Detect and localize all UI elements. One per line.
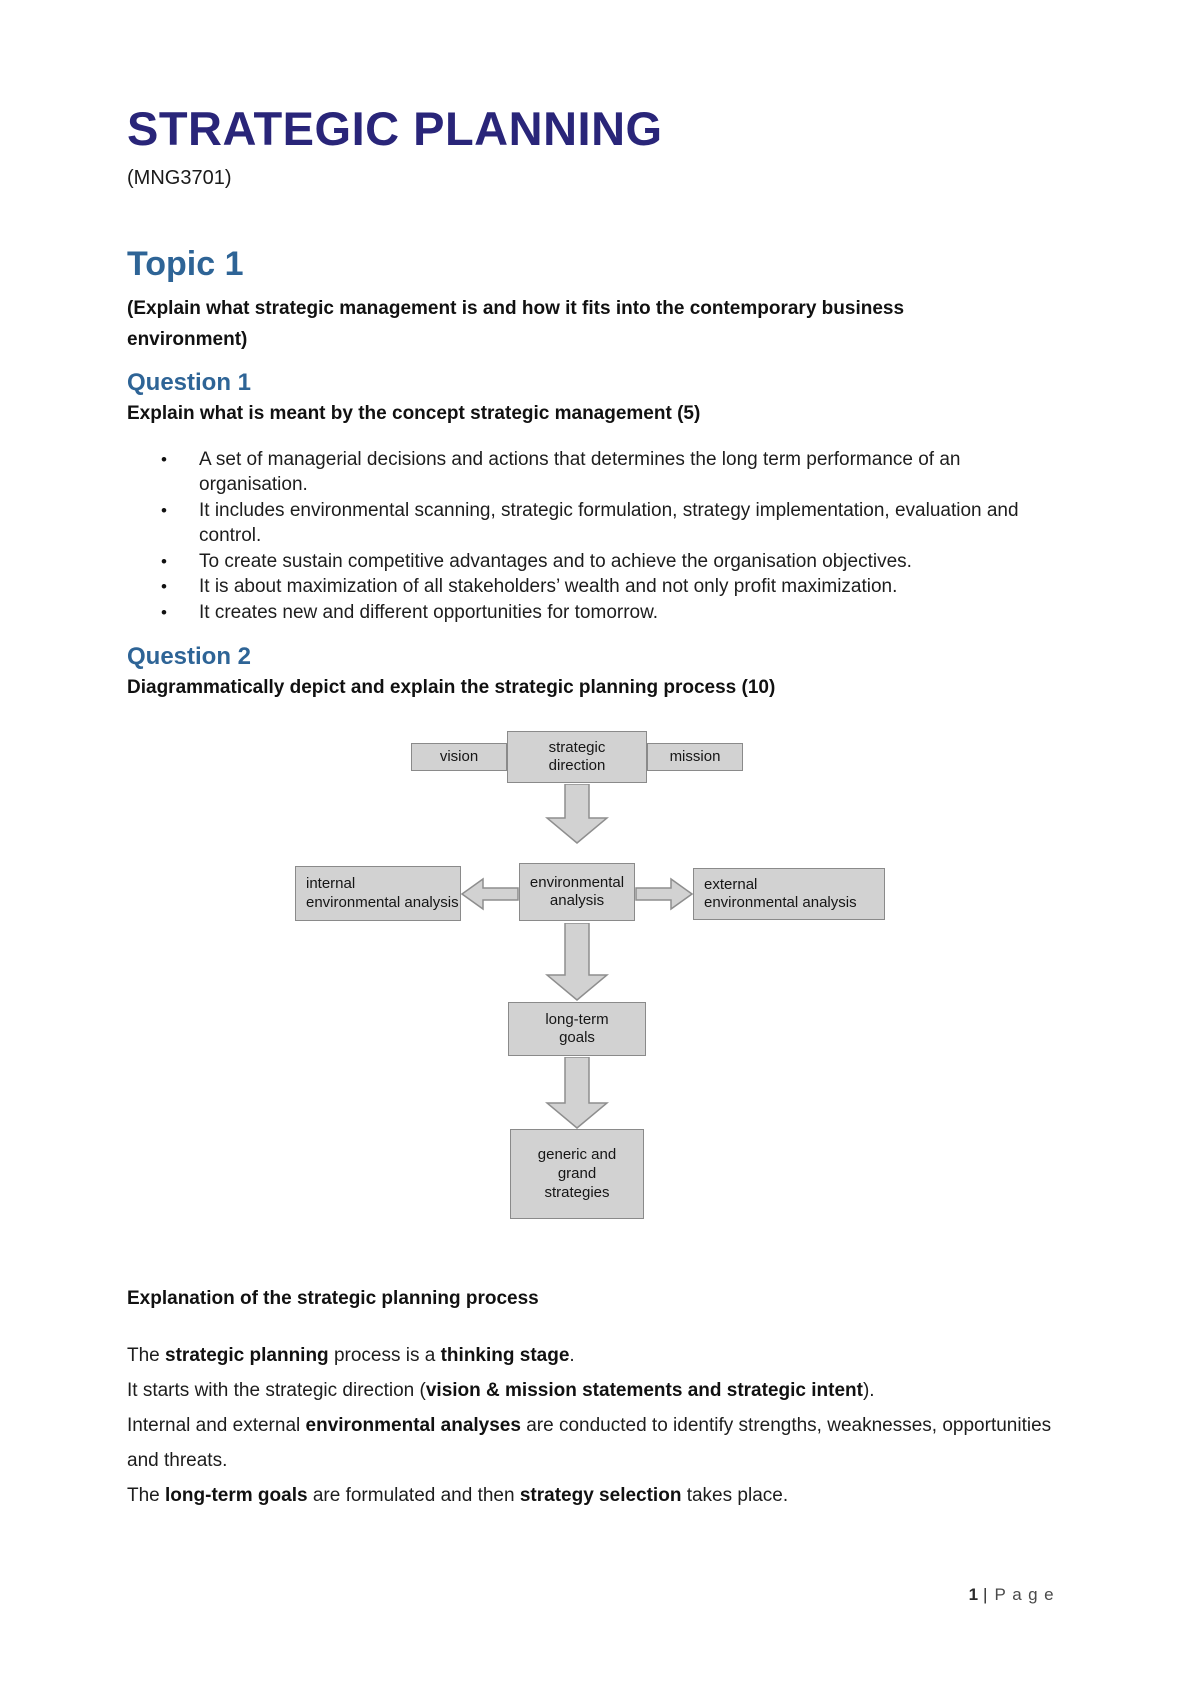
module-code: (MNG3701) bbox=[127, 166, 232, 189]
bullet-text: A set of managerial decisions and action… bbox=[199, 448, 961, 496]
bullet-dot: • bbox=[161, 551, 167, 571]
explanation-line: Internal and external environmental anal… bbox=[127, 1415, 1052, 1472]
arrow-right-icon bbox=[635, 877, 693, 911]
flow-node-external-analysis: external environmental analysis bbox=[693, 868, 885, 921]
flow-node-vision: vision bbox=[411, 743, 507, 772]
explanation-line: The strategic planning process is a thin… bbox=[127, 1345, 575, 1367]
question1-prompt: Explain what is meant by the concept str… bbox=[127, 402, 701, 424]
explanation-heading: Explanation of the strategic planning pr… bbox=[127, 1288, 539, 1310]
page-content: STRATEGIC PLANNING (MNG3701) Topic 1 (Ex… bbox=[127, 0, 1082, 1513]
bullet-dot: • bbox=[161, 602, 167, 622]
flow-node-mission: mission bbox=[647, 743, 743, 772]
list-item: • It is about maximization of all stakeh… bbox=[127, 574, 1082, 600]
bullet-text: It includes environmental scanning, stra… bbox=[199, 499, 1019, 547]
topic-heading: Topic 1 bbox=[127, 244, 244, 283]
arrow-down-icon bbox=[545, 784, 609, 845]
bullet-text: To create sustain competitive advantages… bbox=[199, 550, 912, 572]
question2-prompt: Diagrammatically depict and explain the … bbox=[127, 677, 776, 699]
flow-node-generic-grand-strategies: generic and grand strategies bbox=[510, 1129, 644, 1220]
flow-node-environmental-analysis: environmental analysis bbox=[519, 863, 635, 922]
page-footer: 1| Page bbox=[969, 1585, 1060, 1605]
bullet-text: It is about maximization of all stakehol… bbox=[199, 576, 898, 598]
arrow-down-icon bbox=[545, 1057, 609, 1130]
explanation-line: It starts with the strategic direction (… bbox=[127, 1380, 875, 1402]
bullet-dot: • bbox=[161, 500, 167, 520]
bullet-dot: • bbox=[161, 577, 167, 597]
strategic-planning-flowchart: vision strategic direction mission inter… bbox=[127, 727, 1082, 1227]
footer-separator: | bbox=[983, 1585, 988, 1604]
question1-heading: Question 1 bbox=[127, 368, 252, 396]
list-item: • To create sustain competitive advantag… bbox=[127, 549, 1082, 575]
footer-page-label: Page bbox=[994, 1585, 1060, 1604]
arrow-left-icon bbox=[461, 877, 519, 911]
list-item: • A set of managerial decisions and acti… bbox=[127, 447, 1082, 498]
explanation-line: The long-term goals are formulated and t… bbox=[127, 1485, 789, 1507]
flow-node-strategic-direction: strategic direction bbox=[507, 731, 647, 784]
bullet-text: It creates new and different opportuniti… bbox=[199, 601, 659, 623]
list-item: • It includes environmental scanning, st… bbox=[127, 498, 1082, 549]
arrow-down-icon bbox=[545, 923, 609, 1002]
topic-description: (Explain what strategic management is an… bbox=[127, 297, 905, 350]
page-number: 1 bbox=[968, 1585, 979, 1604]
flow-node-internal-analysis: internal environmental analysis bbox=[295, 866, 461, 922]
bullet-dot: • bbox=[161, 449, 167, 469]
list-item: • It creates new and different opportuni… bbox=[127, 600, 1082, 626]
document-title: STRATEGIC PLANNING bbox=[127, 102, 663, 155]
flow-node-long-term-goals: long-term goals bbox=[508, 1002, 646, 1057]
question2-heading: Question 2 bbox=[127, 643, 252, 671]
explanation-paragraph: The strategic planning process is a thin… bbox=[127, 1338, 1077, 1513]
question1-bullet-list: • A set of managerial decisions and acti… bbox=[127, 447, 1082, 626]
